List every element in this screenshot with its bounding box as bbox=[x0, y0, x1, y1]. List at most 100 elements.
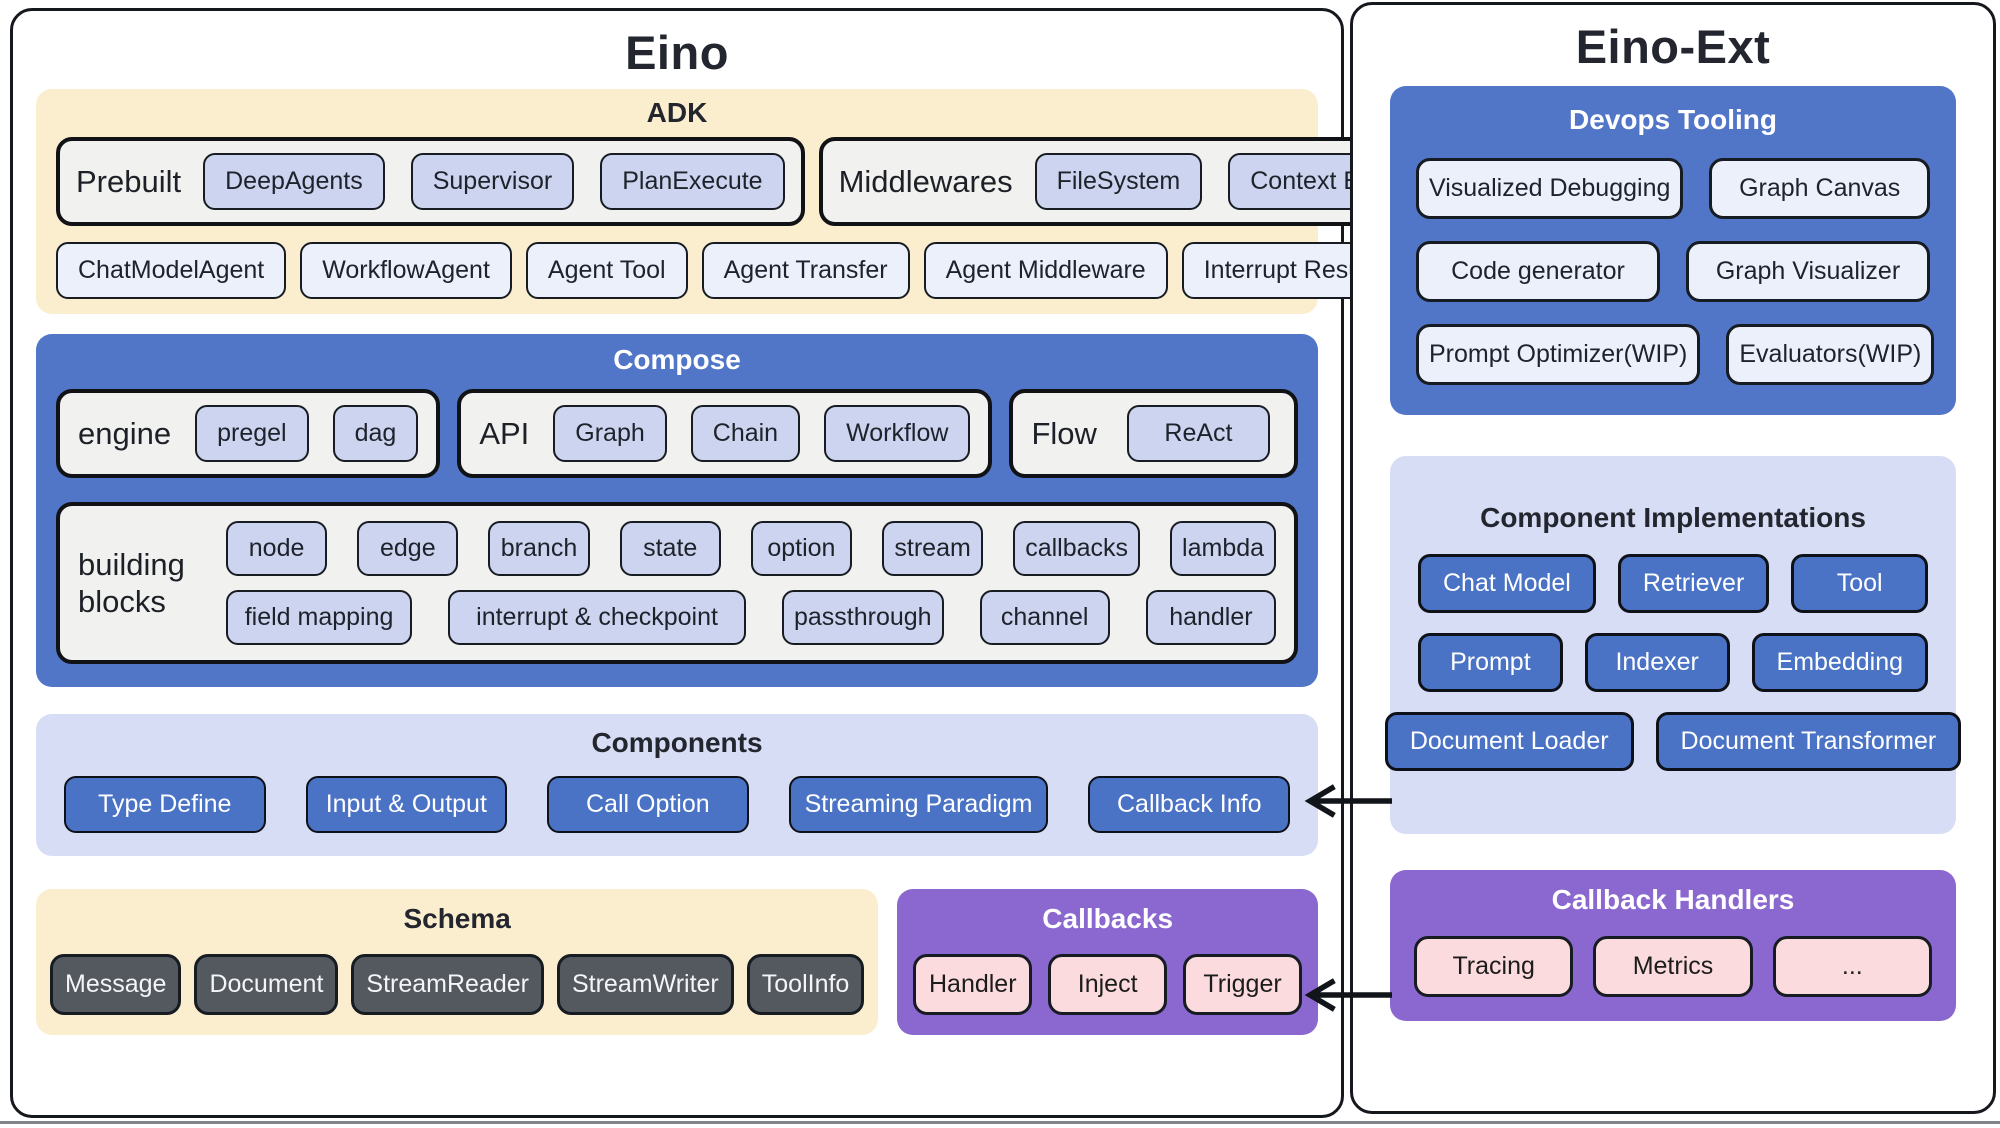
evaluators-chip: Evaluators(WIP) bbox=[1726, 324, 1935, 385]
components-label: Components bbox=[591, 727, 763, 758]
devops-tooling-section: Devops Tooling Visualized Debugging Grap… bbox=[1390, 86, 1956, 415]
tracing-chip: Tracing bbox=[1414, 936, 1574, 997]
prebuilt-label: Prebuilt bbox=[76, 163, 182, 199]
planexecute-chip: PlanExecute bbox=[600, 153, 785, 210]
lambda-chip: lambda bbox=[1170, 521, 1277, 576]
toolinfo-chip: ToolInfo bbox=[746, 954, 865, 1015]
devops-row1: Visualized Debugging Graph Canvas bbox=[1416, 158, 1930, 219]
components-chips: Type Define Input & Output Call Option S… bbox=[64, 776, 1291, 833]
adk-section: ADK Prebuilt DeepAgents Supervisor PlanE… bbox=[36, 89, 1486, 314]
retriever-chip: Retriever bbox=[1617, 554, 1770, 613]
callbacks-arrow bbox=[1304, 978, 1392, 1012]
graph-chip: Graph bbox=[553, 405, 667, 462]
compose-groups: engine pregel dag API Graph Chain Workfl… bbox=[56, 389, 1298, 478]
trigger-chip: Trigger bbox=[1183, 954, 1302, 1015]
api-chips: Graph Chain Workflow bbox=[553, 405, 971, 462]
inject-chip: Inject bbox=[1048, 954, 1168, 1015]
engine-label: engine bbox=[78, 415, 172, 451]
component-impl-row1: Chat Model Retriever Tool bbox=[1418, 554, 1928, 613]
eino-title: Eino bbox=[625, 26, 729, 79]
component-implementations-section: Component Implementations Chat Model Ret… bbox=[1384, 456, 1962, 834]
indexer-chip: Indexer bbox=[1584, 633, 1730, 692]
bottom-divider bbox=[0, 1121, 2000, 1124]
devops-row3: Prompt Optimizer(WIP) Evaluators(WIP) bbox=[1416, 324, 1935, 385]
devops-tooling-label: Devops Tooling bbox=[1569, 104, 1777, 135]
api-group: API Graph Chain Workflow bbox=[457, 389, 993, 478]
graph-canvas-chip: Graph Canvas bbox=[1709, 158, 1930, 219]
node-chip: node bbox=[226, 521, 328, 576]
document-transformer-chip: Document Transformer bbox=[1655, 712, 1962, 771]
components-section: Components Type Define Input & Output Ca… bbox=[36, 714, 1318, 856]
callbacks-section: Callbacks Handler Inject Trigger bbox=[897, 889, 1318, 1035]
supervisor-chip: Supervisor bbox=[410, 153, 575, 210]
stream-chip: stream bbox=[882, 521, 984, 576]
callback-info-chip: Callback Info bbox=[1088, 776, 1291, 833]
callback-handlers-section: Callback Handlers Tracing Metrics ... bbox=[1390, 870, 1956, 1021]
building-blocks-rows: node edge branch state option stream cal… bbox=[226, 521, 1277, 645]
components-arrow bbox=[1304, 784, 1392, 818]
callback-handlers-chips: Tracing Metrics ... bbox=[1414, 936, 1932, 997]
compose-label: Compose bbox=[613, 344, 741, 375]
adk-label: ADK bbox=[646, 97, 708, 128]
code-generator-chip: Code generator bbox=[1416, 241, 1660, 302]
chain-chip: Chain bbox=[690, 405, 801, 462]
callback-handlers-label: Callback Handlers bbox=[1551, 884, 1795, 915]
edge-chip: edge bbox=[357, 521, 459, 576]
document-chip: Document bbox=[194, 954, 339, 1015]
flow-group: Flow ReAct bbox=[1009, 389, 1298, 478]
building-blocks-row2: field mapping interrupt & checkpoint pas… bbox=[226, 590, 1276, 645]
prebuilt-chips: DeepAgents Supervisor PlanExecute bbox=[203, 153, 785, 210]
filesystem-chip: FileSystem bbox=[1034, 153, 1203, 210]
ellipsis-chip: ... bbox=[1772, 936, 1932, 997]
engine-group: engine pregel dag bbox=[56, 389, 441, 478]
adk-groups: Prebuilt DeepAgents Supervisor PlanExecu… bbox=[56, 137, 1486, 226]
schema-section: Schema Message Document StreamReader Str… bbox=[36, 889, 879, 1035]
building-blocks-row1: node edge branch state option stream cal… bbox=[226, 521, 1277, 576]
component-impl-row2: Prompt Indexer Embedding bbox=[1418, 633, 1929, 692]
dag-chip: dag bbox=[332, 405, 419, 462]
agent-middleware-chip: Agent Middleware bbox=[923, 242, 1168, 299]
deepagents-chip: DeepAgents bbox=[203, 153, 385, 210]
embedding-chip: Embedding bbox=[1751, 633, 1929, 692]
react-chip: ReAct bbox=[1126, 405, 1270, 462]
streamreader-chip: StreamReader bbox=[351, 954, 544, 1015]
prebuilt-group: Prebuilt DeepAgents Supervisor PlanExecu… bbox=[56, 137, 805, 226]
eino-ext-title: Eino-Ext bbox=[1575, 20, 1771, 73]
component-implementations-label: Component Implementations bbox=[1480, 502, 1866, 533]
schema-callbacks-row: Schema Message Document StreamReader Str… bbox=[36, 889, 1318, 1035]
state-chip: state bbox=[619, 521, 721, 576]
visualized-debugging-chip: Visualized Debugging bbox=[1416, 158, 1684, 219]
workflow-chip: Workflow bbox=[824, 405, 971, 462]
channel-chip: channel bbox=[979, 590, 1110, 645]
chat-model-chip: Chat Model bbox=[1418, 554, 1596, 613]
streaming-paradigm-chip: Streaming Paradigm bbox=[788, 776, 1049, 833]
adk-agent-row: ChatModelAgent WorkflowAgent Agent Tool … bbox=[56, 242, 1419, 299]
flow-chips: ReAct bbox=[1121, 405, 1276, 462]
callbacks-chip: callbacks bbox=[1013, 521, 1141, 576]
agent-transfer-chip: Agent Transfer bbox=[701, 242, 910, 299]
schema-chips: Message Document StreamReader StreamWrit… bbox=[50, 954, 865, 1015]
building-blocks-label: building blocks bbox=[78, 546, 185, 619]
field-mapping-chip: field mapping bbox=[226, 590, 413, 645]
metrics-chip: Metrics bbox=[1593, 936, 1753, 997]
callbacks-chips: Handler Inject Trigger bbox=[913, 954, 1302, 1015]
eino-ext-panel: Eino-Ext Devops Tooling Visualized Debug… bbox=[1350, 2, 1996, 1114]
eino-panel: Eino ADK Prebuilt DeepAgents Supervisor … bbox=[10, 8, 1486, 1118]
callbacks-label: Callbacks bbox=[1042, 903, 1174, 934]
flow-label: Flow bbox=[1031, 415, 1097, 451]
branch-chip: branch bbox=[488, 521, 590, 576]
component-impl-row3: Document Loader Document Transformer bbox=[1384, 712, 1962, 771]
schema-label: Schema bbox=[403, 903, 511, 934]
prompt-optimizer-chip: Prompt Optimizer(WIP) bbox=[1416, 324, 1701, 385]
prompt-chip: Prompt bbox=[1418, 633, 1563, 692]
tool-chip: Tool bbox=[1791, 554, 1928, 613]
document-loader-chip: Document Loader bbox=[1384, 712, 1634, 771]
chatmodelagent-chip: ChatModelAgent bbox=[56, 242, 287, 299]
handler-callback-chip: Handler bbox=[913, 954, 1033, 1015]
call-option-chip: Call Option bbox=[547, 776, 749, 833]
passthrough-chip: passthrough bbox=[781, 590, 944, 645]
api-label: API bbox=[479, 415, 530, 451]
handler-chip: handler bbox=[1145, 590, 1276, 645]
streamwriter-chip: StreamWriter bbox=[556, 954, 734, 1015]
